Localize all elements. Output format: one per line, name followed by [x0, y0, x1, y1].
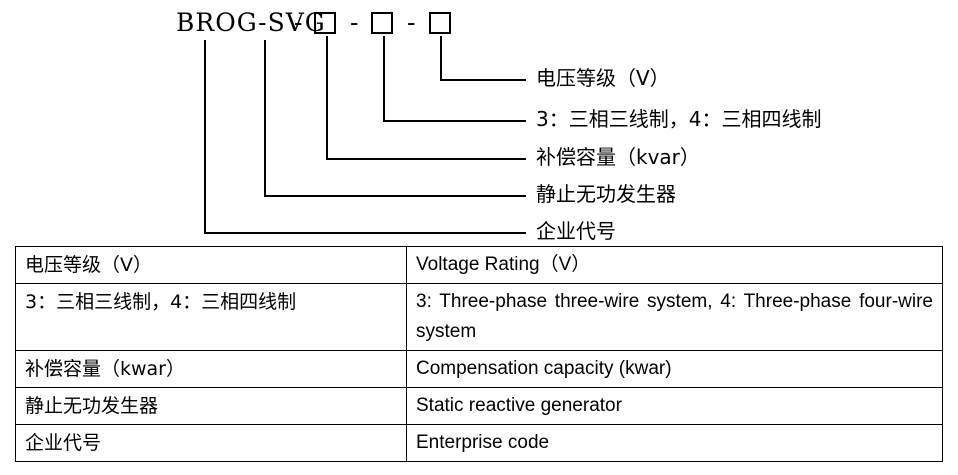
- leader-line: [383, 36, 385, 121]
- table-row: 补偿容量（kwar） Compensation capacity (kwar): [15, 350, 943, 388]
- label-enterprise-code: 企业代号: [536, 219, 616, 243]
- leader-line: [440, 36, 442, 80]
- leader-line: [383, 120, 526, 122]
- label-compensation-capacity: 补偿容量（kvar）: [536, 145, 700, 169]
- placeholder-box-3: [429, 12, 451, 34]
- table-cell-zh: 企业代号: [15, 424, 407, 462]
- table-cell-en: Static reactive generator: [406, 387, 943, 425]
- leader-line: [264, 195, 526, 197]
- model-code-prefix: BROG-SVG: [176, 8, 326, 37]
- table-row: 3：三相三线制，4：三相四线制 3: Three-phase three-wir…: [15, 283, 943, 351]
- translation-table: 电压等级（V） Voltage Rating（V） 3：三相三线制，4：三相四线…: [15, 246, 943, 462]
- table-row: 企业代号 Enterprise code: [15, 424, 943, 462]
- table-cell-zh: 静止无功发生器: [15, 387, 407, 425]
- separator-1: -: [294, 8, 303, 37]
- table-cell-en: 3: Three-phase three-wire system, 4: Thr…: [406, 283, 943, 351]
- table-cell-en: Enterprise code: [406, 424, 943, 462]
- table-cell-zh: 补偿容量（kwar）: [15, 350, 407, 388]
- label-static-generator: 静止无功发生器: [536, 182, 676, 206]
- leader-line: [326, 36, 328, 159]
- separator-3: -: [407, 8, 416, 37]
- table-row: 静止无功发生器 Static reactive generator: [15, 387, 943, 425]
- leader-line: [440, 79, 526, 81]
- label-wire-system: 3：三相三线制，4：三相四线制: [536, 107, 822, 131]
- leader-line: [264, 40, 266, 196]
- table-cell-zh: 电压等级（V）: [15, 246, 407, 284]
- table-row: 电压等级（V） Voltage Rating（V）: [15, 246, 943, 284]
- leader-line: [326, 158, 526, 160]
- table-cell-zh: 3：三相三线制，4：三相四线制: [15, 283, 407, 351]
- table-cell-en: Compensation capacity (kwar): [406, 350, 943, 388]
- table-cell-en: Voltage Rating（V）: [406, 246, 943, 284]
- leader-line: [204, 232, 526, 234]
- placeholder-box-1: [314, 12, 336, 34]
- model-code-diagram: BROG-SVG - - - 电压等级（V） 3：三相三线制，4：三相四线制 补…: [176, 8, 822, 243]
- leader-line: [204, 40, 206, 233]
- placeholder-box-2: [371, 12, 393, 34]
- separator-2: -: [350, 8, 359, 37]
- label-voltage-rating: 电压等级（V）: [536, 66, 670, 90]
